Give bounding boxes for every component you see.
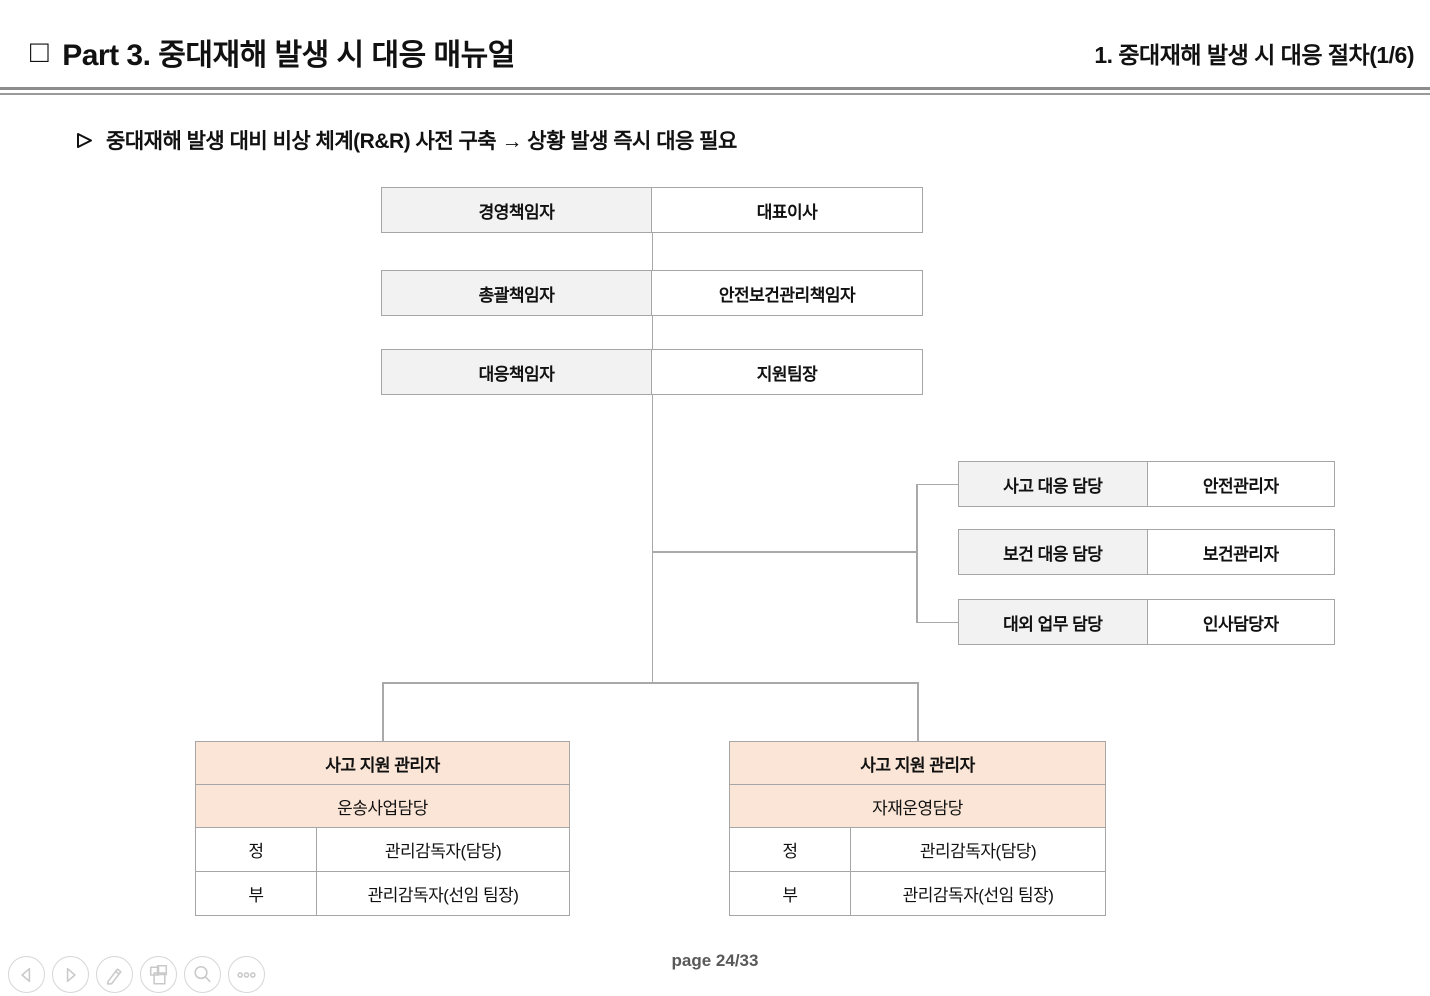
connector-line xyxy=(651,316,653,349)
org-row-management: 경영책임자 대표이사 xyxy=(381,187,923,233)
slides-icon xyxy=(149,964,168,985)
row-value: 관리감독자(담당) xyxy=(384,842,502,861)
org-row-accident-duty: 사고 대응 담당 안전관리자 xyxy=(958,461,1335,507)
role-cell: 경영책임자 xyxy=(382,188,652,232)
person-cell: 지원팀장 xyxy=(756,364,818,384)
subtitle-text: 중대재해 발생 대비 비상 체계(R&R) 사전 구축 → 상황 발생 즉시 대… xyxy=(106,130,737,153)
subtitle-line: 중대재해 발생 대비 비상 체계(R&R) 사전 구축 → 상황 발생 즉시 대… xyxy=(76,125,737,155)
table-row: 부 관리감독자(선임 팀장) xyxy=(730,872,1105,915)
connector-line xyxy=(651,233,653,270)
connector-line xyxy=(916,621,958,623)
person-cell: 인사담당자 xyxy=(1202,614,1279,634)
connector-line xyxy=(917,682,919,741)
zoom-search-button[interactable] xyxy=(184,956,221,993)
prev-icon xyxy=(21,967,31,982)
support-table-transport: 사고 지원 관리자 운송사업담당 정 관리감독자(담당) 부 관리감독자(선임 … xyxy=(195,741,570,916)
next-icon xyxy=(66,967,76,982)
connector-line xyxy=(382,682,384,741)
connector-line xyxy=(916,484,918,623)
table-row: 부 관리감독자(선임 팀장) xyxy=(196,872,569,915)
header-rule-thick xyxy=(0,87,1430,90)
table-subtitle: 운송사업담당 xyxy=(337,798,428,818)
table-title: 사고 지원 관리자 xyxy=(860,755,975,775)
row-value: 관리감독자(담당) xyxy=(919,842,1037,861)
role-cell: 대외 업무 담당 xyxy=(959,600,1148,644)
table-subtitle: 자재운영담당 xyxy=(872,798,963,818)
connector-line xyxy=(382,682,918,684)
connector-line xyxy=(916,483,958,485)
org-row-health-duty: 보건 대응 담당 보건관리자 xyxy=(958,529,1335,575)
person-cell: 보건관리자 xyxy=(1202,544,1279,564)
pen-icon xyxy=(106,967,122,985)
row-label: 부 xyxy=(196,872,317,915)
more-icon xyxy=(237,971,256,978)
annotate-button[interactable] xyxy=(96,956,133,993)
next-page-button[interactable] xyxy=(52,956,89,993)
role-cell: 보건 대응 담당 xyxy=(959,530,1148,574)
prev-page-button[interactable] xyxy=(8,956,45,993)
table-subtitle-row: 자재운영담당 xyxy=(730,785,1105,828)
page-number: page 24/33 xyxy=(671,951,759,970)
support-table-materials: 사고 지원 관리자 자재운영담당 정 관리감독자(담당) 부 관리감독자(선임 … xyxy=(729,741,1106,916)
org-row-general: 총괄책임자 안전보건관리책임자 xyxy=(381,270,923,316)
row-label: 정 xyxy=(730,828,851,871)
role-cell: 대응책임자 xyxy=(382,350,652,394)
person-cell: 안전보건관리책임자 xyxy=(718,285,856,305)
page-title-text: Part 3. 중대재해 발생 시 대응 매뉴얼 xyxy=(62,39,515,72)
connector-line xyxy=(651,395,653,683)
more-options-button[interactable] xyxy=(228,956,265,993)
org-row-external-duty: 대외 업무 담당 인사담당자 xyxy=(958,599,1335,645)
table-title: 사고 지원 관리자 xyxy=(325,755,440,775)
header-rule-thin xyxy=(0,93,1430,95)
table-row: 정 관리감독자(담당) xyxy=(730,828,1105,872)
role-cell: 총괄책임자 xyxy=(382,271,652,315)
table-row: 정 관리감독자(담당) xyxy=(196,828,569,872)
table-header-row: 사고 지원 관리자 xyxy=(196,742,569,785)
org-row-response: 대응책임자 지원팀장 xyxy=(381,349,923,395)
row-value: 관리감독자(선임 팀장) xyxy=(367,886,519,905)
table-subtitle-row: 운송사업담당 xyxy=(196,785,569,828)
row-label: 부 xyxy=(730,872,851,915)
square-bullet-icon: □ xyxy=(30,33,49,69)
connector-line xyxy=(652,551,917,553)
person-cell: 대표이사 xyxy=(756,202,818,222)
row-value: 관리감독자(선임 팀장) xyxy=(902,886,1054,905)
slides-overview-button[interactable] xyxy=(140,956,177,993)
row-label: 정 xyxy=(196,828,317,871)
page-title: □ Part 3. 중대재해 발생 시 대응 매뉴얼 xyxy=(30,30,515,74)
role-cell: 사고 대응 담당 xyxy=(959,462,1148,506)
section-title: 1. 중대재해 발생 시 대응 절차(1/6) xyxy=(1094,42,1414,68)
arrow-bullet-icon xyxy=(77,132,92,148)
table-header-row: 사고 지원 관리자 xyxy=(730,742,1105,785)
viewer-toolbar xyxy=(8,956,265,993)
person-cell: 안전관리자 xyxy=(1202,476,1279,496)
search-icon xyxy=(194,965,211,982)
